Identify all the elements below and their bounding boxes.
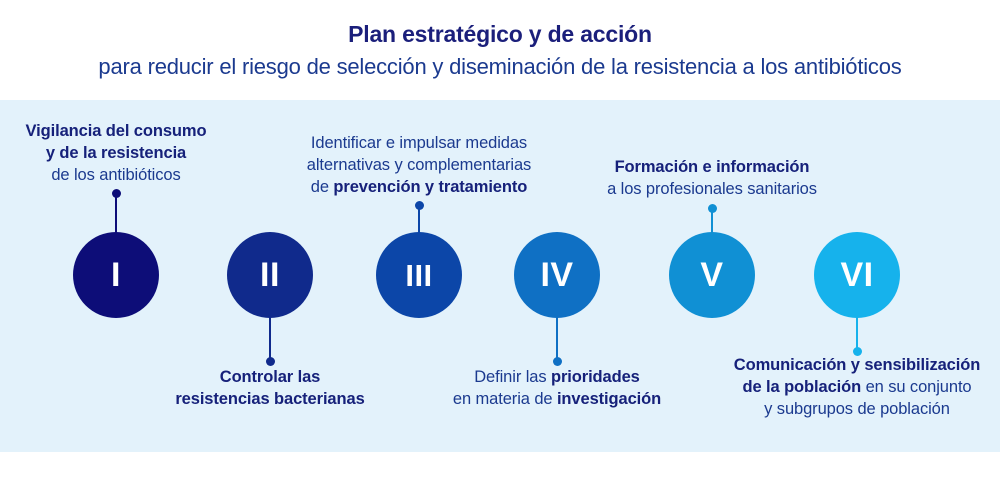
label-line: alternativas y complementarias xyxy=(274,155,564,177)
step-numeral: III xyxy=(405,257,433,293)
label-line: de los antibióticos xyxy=(0,165,241,187)
label-emphasis: Comunicación y sensibilización xyxy=(733,356,981,374)
connector-line-v xyxy=(711,206,713,236)
label-line: en materia de investigación xyxy=(422,389,692,411)
label-line: Formación e información xyxy=(567,157,857,179)
label-line: Definir las prioridades xyxy=(422,367,692,389)
step-circle-i[interactable]: I xyxy=(73,232,159,318)
page-title: Plan estratégico y de acción xyxy=(348,21,652,47)
label-emphasis: resistencias bacterianas xyxy=(175,389,365,408)
step-label-iii: Identificar e impulsar medidas alternativ… xyxy=(274,133,564,198)
connector-dot-ii xyxy=(265,357,275,366)
step-label-vi: Comunicación y sensibilización de la pobl… xyxy=(712,355,1000,420)
label-line: de la población en su conjunto xyxy=(712,377,1000,399)
label-emphasis: investigación xyxy=(556,389,662,408)
step-circle-vi[interactable]: VI xyxy=(814,232,900,318)
step-label-ii: Controlar las resistencias bacterianas xyxy=(145,367,395,411)
label-emphasis: y de la resistencia xyxy=(45,143,187,162)
label-text: a los profesionales sanitarios xyxy=(607,179,817,198)
connector-dot-iii xyxy=(414,201,424,210)
label-text: de los antibióticos xyxy=(51,165,181,184)
label-line: Identificar e impulsar medidas xyxy=(274,133,564,155)
step-circle-ii[interactable]: II xyxy=(227,232,313,318)
step-numeral: VI xyxy=(840,256,874,294)
step-numeral: V xyxy=(700,256,724,294)
label-text: de xyxy=(310,177,334,196)
label-emphasis: Controlar las xyxy=(219,368,321,386)
label-emphasis: prevención y tratamiento xyxy=(333,177,528,196)
label-text: en materia de xyxy=(452,389,557,408)
label-text: y subgrupos de población xyxy=(764,399,950,418)
label-text: Definir las xyxy=(474,368,551,386)
label-emphasis: Vigilancia del consumo xyxy=(25,122,207,140)
step-circle-iv[interactable]: IV xyxy=(514,232,600,318)
connector-line-iv xyxy=(556,314,558,362)
label-line: y de la resistencia xyxy=(0,143,241,165)
connector-line-vi xyxy=(856,314,858,352)
page-subtitle: para reducir el riesgo de selección y di… xyxy=(98,53,902,79)
connector-line-iii xyxy=(418,203,420,236)
label-line: y subgrupos de población xyxy=(712,399,1000,421)
label-emphasis: prioridades xyxy=(550,368,640,386)
label-line: de prevención y tratamiento xyxy=(274,177,564,199)
header: Plan estratégico y de acción para reduci… xyxy=(0,0,1000,80)
connector-dot-vi xyxy=(852,347,862,356)
label-line: a los profesionales sanitarios xyxy=(567,179,857,201)
label-emphasis: de la población xyxy=(742,377,862,396)
connector-line-ii xyxy=(269,314,271,362)
step-numeral: I xyxy=(111,256,121,294)
label-emphasis: Formación e información xyxy=(614,158,810,176)
step-circle-v[interactable]: V xyxy=(669,232,755,318)
label-line: Controlar las xyxy=(145,367,395,389)
step-label-v: Formación e información a los profesional… xyxy=(567,157,857,201)
step-label-i: Vigilancia del consumo y de la resistenci… xyxy=(0,121,241,186)
label-text: alternativas y complementarias xyxy=(306,155,532,174)
step-numeral: II xyxy=(260,256,280,294)
label-text: en su conjunto xyxy=(861,377,972,396)
connector-dot-v xyxy=(707,204,717,213)
connector-dot-i xyxy=(111,189,121,198)
step-numeral: IV xyxy=(540,256,574,294)
connector-line-i xyxy=(115,191,117,236)
label-line: Vigilancia del consumo xyxy=(0,121,241,143)
connector-dot-iv xyxy=(552,357,562,366)
step-circle-iii[interactable]: III xyxy=(376,232,462,318)
label-line: Comunicación y sensibilización xyxy=(712,355,1000,377)
label-line: resistencias bacterianas xyxy=(145,389,395,411)
label-text: Identificar e impulsar medidas xyxy=(310,134,528,152)
